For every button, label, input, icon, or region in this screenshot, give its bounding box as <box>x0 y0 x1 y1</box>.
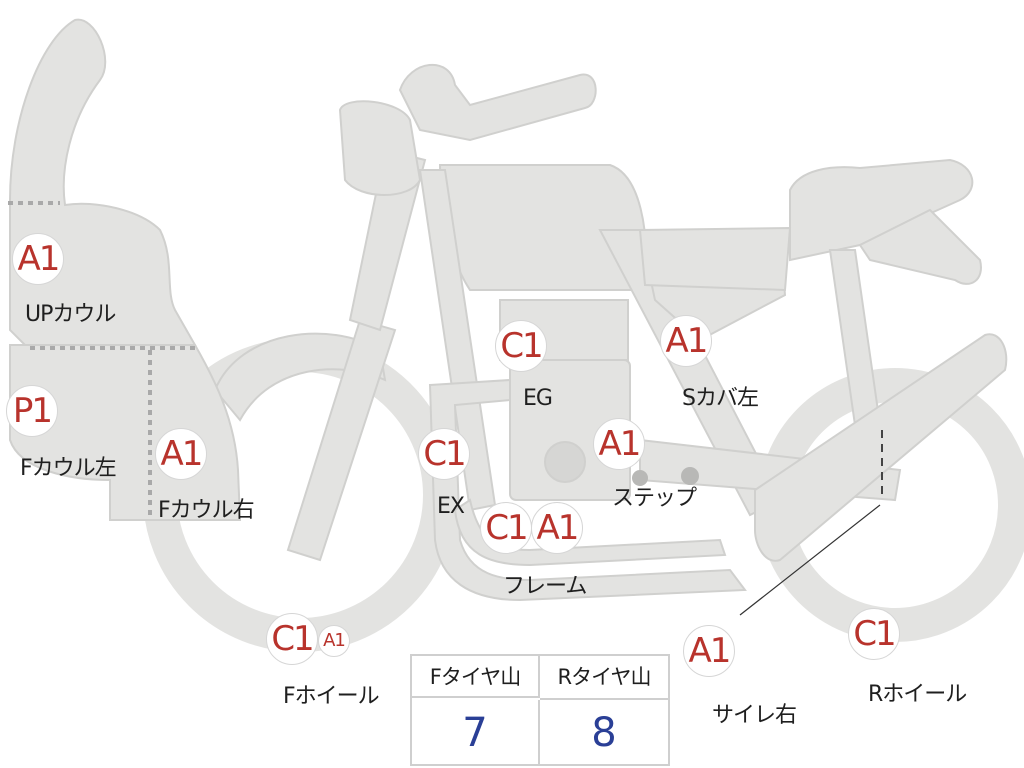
badge-r-wheel: C1 <box>848 608 900 660</box>
fuel-tank <box>438 164 648 291</box>
badge-f-cowl-right: A1 <box>155 428 207 480</box>
muffler-leader-line <box>739 504 881 616</box>
badge-muffler-right: A1 <box>683 625 735 677</box>
seat-front <box>638 226 792 292</box>
header-rear-tire-tread: Rタイヤ山 <box>540 656 668 700</box>
label-s-cover-left: Sカバ左 <box>682 386 759 411</box>
rear-cowl <box>858 208 982 285</box>
step-peg-1 <box>632 470 648 486</box>
label-r-wheel: Rホイール <box>868 682 967 707</box>
badge-f-cowl-left: P1 <box>6 385 58 437</box>
badge-ex: C1 <box>418 428 470 480</box>
badge-s-cover-left: A1 <box>660 315 712 367</box>
badge-f-wheel-c: C1 <box>266 613 318 665</box>
value-rear-tire-tread: 8 <box>591 710 617 756</box>
handlebar <box>398 63 597 142</box>
badge-f-wheel-a: A1 <box>318 625 350 657</box>
label-up-cowl: UPカウル <box>25 302 116 327</box>
label-muffler-right: サイレ右 <box>712 703 797 728</box>
badge-eg: C1 <box>495 320 547 372</box>
label-f-cowl-right: Fカウル右 <box>158 498 255 523</box>
label-frame: フレーム <box>503 574 587 599</box>
headlight <box>338 100 422 196</box>
label-eg: EG <box>523 386 553 411</box>
rear-seat <box>789 158 974 262</box>
label-f-wheel: Fホイール <box>283 684 380 709</box>
engine-cover <box>544 441 586 483</box>
badge-frame-c: C1 <box>480 502 532 554</box>
label-ex: EX <box>437 494 465 519</box>
exhaust-pipe <box>428 378 747 602</box>
badge-up-cowl: A1 <box>12 233 64 285</box>
muffler <box>754 333 1008 562</box>
badge-frame-a: A1 <box>531 502 583 554</box>
label-step: ステップ <box>612 486 697 511</box>
badge-step: A1 <box>593 418 645 470</box>
step-peg-2 <box>681 467 699 485</box>
label-f-cowl-left: Fカウル左 <box>20 456 117 481</box>
front-fork <box>286 318 397 562</box>
header-front-tire-tread: Fタイヤ山 <box>412 656 540 698</box>
tire-tread-table: Fタイヤ山 Rタイヤ山 7 8 <box>410 654 670 766</box>
value-front-tire-tread: 7 <box>412 700 540 766</box>
